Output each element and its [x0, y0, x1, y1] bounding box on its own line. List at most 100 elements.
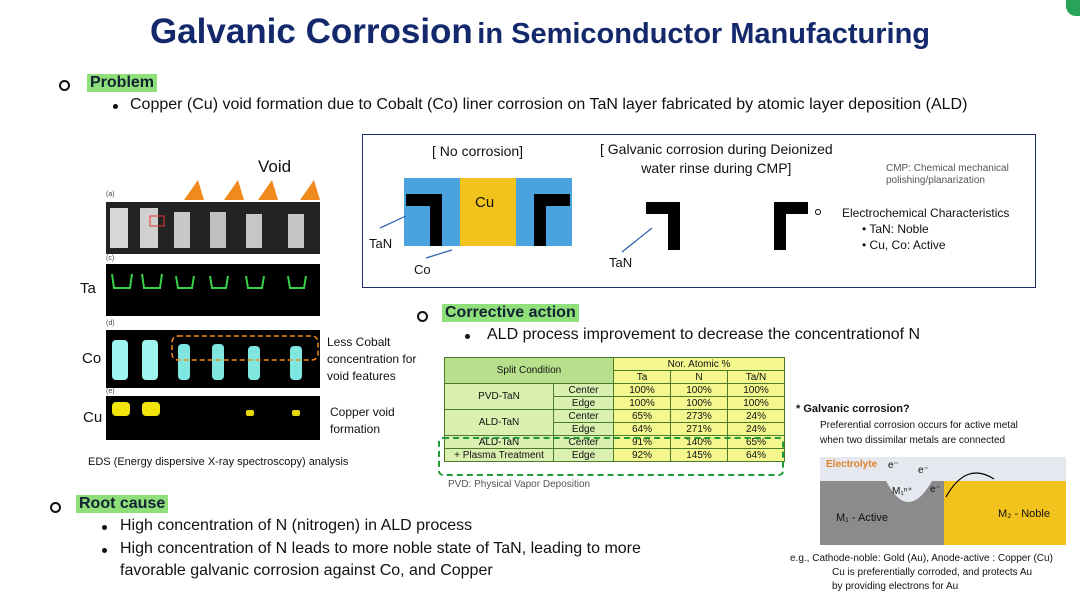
value-cell: 24%	[727, 409, 785, 423]
electrolyte-label: Electrolyte	[826, 459, 878, 470]
bullet-dot-icon	[102, 548, 107, 553]
title-sub: in Semiconductor Manufacturing	[477, 18, 931, 50]
cmp-note-line-2: polishing/planarization	[886, 175, 985, 186]
tan-exposed-right	[774, 202, 808, 250]
value-cell: 100%	[670, 383, 728, 397]
cond-cell: ALD-TaN	[444, 409, 554, 436]
col-tan: Ta/N	[727, 370, 785, 384]
value-cell: 145%	[670, 448, 728, 462]
row-label-ta: Ta	[80, 280, 96, 297]
root-heading: Root cause	[76, 495, 169, 513]
pos-cell: Center	[553, 409, 614, 423]
tan-exposed-left	[646, 202, 680, 250]
electron-label: e⁻	[930, 484, 941, 495]
example-line-2: Cu is preferentially corroded, and prote…	[832, 567, 1033, 578]
pos-cell: Edge	[553, 396, 614, 410]
col-n: N	[670, 370, 728, 384]
ta-eds-map	[111, 273, 307, 289]
galvanic-question: * Galvanic corrosion?	[796, 403, 910, 415]
value-cell: 273%	[670, 409, 728, 423]
co-label: Co	[414, 262, 431, 277]
copper-void-line-1: Copper void	[330, 405, 395, 419]
sem-image	[106, 202, 320, 254]
bullet-dot-icon	[465, 334, 470, 339]
noble-metal	[944, 481, 1066, 545]
cmp-note: CMP: Chemical mechanical polishing/plana…	[886, 163, 1009, 187]
electrochem-item-2: Cu, Co: Active	[869, 238, 946, 252]
highlight-box	[438, 437, 784, 476]
less-cobalt-line-1: Less Cobalt	[327, 335, 391, 349]
split-table-wrap: Split Condition Nor. Atomic % Ta N Ta/N …	[444, 357, 785, 462]
copper-void-line-2: formation	[330, 422, 381, 436]
value-cell: 24%	[727, 422, 785, 436]
void-label: Void	[258, 157, 292, 176]
panel-tag-a: (a)	[106, 191, 115, 198]
galvanic-title-line-2: water rinse during CMP]	[641, 160, 792, 176]
col-ta: Ta	[613, 370, 671, 384]
title-main: Galvanic Corrosion	[149, 12, 473, 51]
table-row: Edge 64% 271% 24%	[445, 422, 785, 436]
cond-cell: + Plasma Treatment	[444, 448, 554, 462]
galvanic-title-line-1: [ Galvanic corrosion during Deionized	[600, 141, 833, 157]
sem-image-panel	[106, 202, 320, 254]
galvanic-desc-line-1: Preferential corrosion occurs for active…	[820, 420, 1018, 431]
arrow-marker-icon	[184, 180, 204, 200]
row-label-co: Co	[82, 350, 102, 367]
galvanic-title: [ Galvanic corrosion during Deionized wa…	[600, 140, 833, 178]
copper-void-note: Copper void formation	[330, 404, 395, 438]
table-row: + Plasma Treatment Edge 92% 145% 64%	[444, 448, 785, 462]
value-cell: 64%	[727, 448, 785, 462]
corrosion-pit	[886, 481, 932, 502]
value-cell: 92%	[613, 448, 671, 462]
electrochem-item: • TaN: Noble	[862, 222, 929, 236]
circle-bullet-icon	[59, 80, 70, 91]
co-eds-map	[112, 335, 319, 380]
tan-label-2: TaN	[609, 255, 633, 270]
header-split: Split Condition	[444, 357, 614, 384]
example-line-3: by providing electrons for Au	[832, 581, 959, 592]
value-cell: 65%	[613, 409, 671, 423]
circle-bullet-icon	[815, 209, 821, 215]
cu-eds-map	[112, 402, 300, 416]
m2-label: M₂ - Noble	[998, 508, 1050, 520]
split-table: Split Condition Nor. Atomic % Ta N Ta/N	[444, 357, 785, 384]
electrochem-box: Electrochemical Characteristics • TaN: N…	[842, 205, 1009, 253]
circle-bullet-icon	[417, 311, 428, 322]
value-cell: 64%	[613, 422, 671, 436]
galvanic-example: e.g., Cathode-noble: Gold (Au), Anode-ac…	[790, 552, 1053, 594]
table-row: ALD-TaN Center 65% 273% 24%	[444, 409, 785, 436]
example-line-1: e.g., Cathode-noble: Gold (Au), Anode-ac…	[790, 553, 1053, 564]
bullet-dot-icon	[102, 525, 107, 530]
ta-eds-panel	[106, 264, 320, 316]
electron-label: e⁻	[888, 460, 899, 471]
page-title: Galvanic Corrosion in Semiconductor Manu…	[0, 12, 1080, 52]
corrosion-diagram-frame	[362, 134, 1036, 288]
structure-schematic	[379, 178, 821, 259]
problem-heading: Problem	[87, 74, 158, 92]
m1-label: M₁ - Active	[836, 512, 888, 524]
bullet-dot-icon	[113, 104, 118, 109]
tan-label: TaN	[369, 236, 393, 251]
pos-cell: Center	[553, 383, 614, 397]
value-cell: 100%	[727, 396, 785, 410]
galvanic-desc-line-2: when two dissimilar metals are connected	[820, 435, 1006, 446]
galvanic-desc: Preferential corrosion occurs for active…	[820, 418, 1018, 448]
arrow-marker-icon	[300, 180, 320, 200]
table-footnote: PVD: Physical Vapor Deposition	[448, 479, 591, 490]
corrective-heading: Corrective action	[442, 304, 579, 322]
panel-tag-c: (c)	[106, 255, 115, 262]
tan-left	[406, 194, 442, 246]
circle-bullet-icon	[50, 502, 61, 513]
electron-label: e⁻	[918, 465, 929, 476]
tan-pointer	[379, 215, 407, 229]
value-cell: 271%	[670, 422, 728, 436]
value-cell: 100%	[727, 383, 785, 397]
value-cell: 100%	[613, 383, 671, 397]
less-cobalt-line-3: void features	[327, 369, 396, 383]
electrochem-item: • Cu, Co: Active	[862, 238, 946, 252]
co-eds-panel	[106, 330, 320, 388]
galvanic-cell-diagram	[820, 457, 1066, 545]
arrow-marker-icon	[258, 180, 278, 200]
electrochem-item-1: TaN: Noble	[869, 222, 929, 236]
cu-label: Cu	[475, 194, 495, 211]
